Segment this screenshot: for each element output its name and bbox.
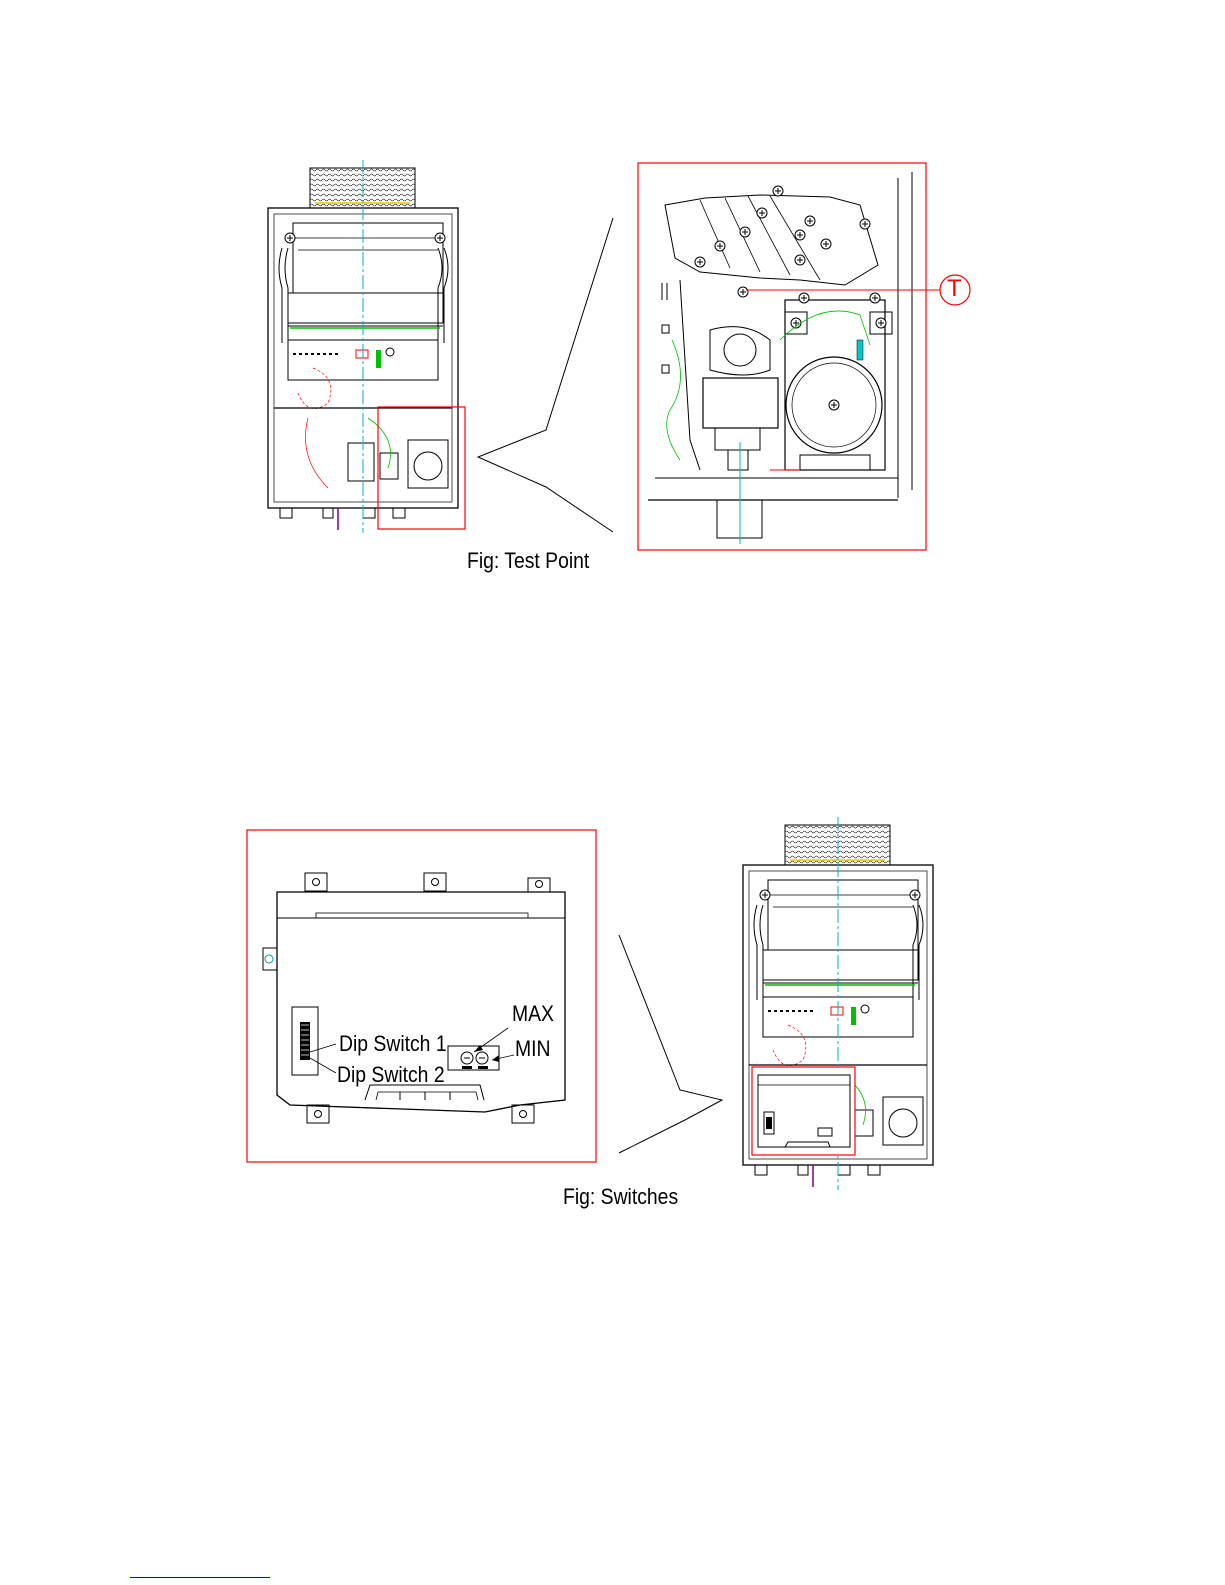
test-point-detail-drawing (648, 172, 912, 544)
zoom-arrow (619, 935, 722, 1153)
unit-control-board-inset (752, 1067, 855, 1155)
max-label: MAX (512, 1001, 554, 1027)
test-point-detail-frame (638, 163, 926, 550)
test-point-figure (268, 160, 970, 550)
zoom-arrow (478, 218, 613, 532)
switches-detail-frame (247, 830, 596, 1162)
test-point-callout-letter: T (947, 275, 962, 303)
min-label: MIN (515, 1036, 550, 1062)
switches-figure (247, 817, 933, 1190)
dip-switch-2-label: Dip Switch 2 (337, 1062, 445, 1088)
switches-caption: Fig: Switches (563, 1184, 678, 1210)
footer-link-underline[interactable] (130, 1577, 270, 1578)
dip-switch-1-label: Dip Switch 1 (339, 1031, 447, 1057)
test-point-caption: Fig: Test Point (467, 548, 589, 574)
heater-unit-diagram (268, 160, 458, 533)
